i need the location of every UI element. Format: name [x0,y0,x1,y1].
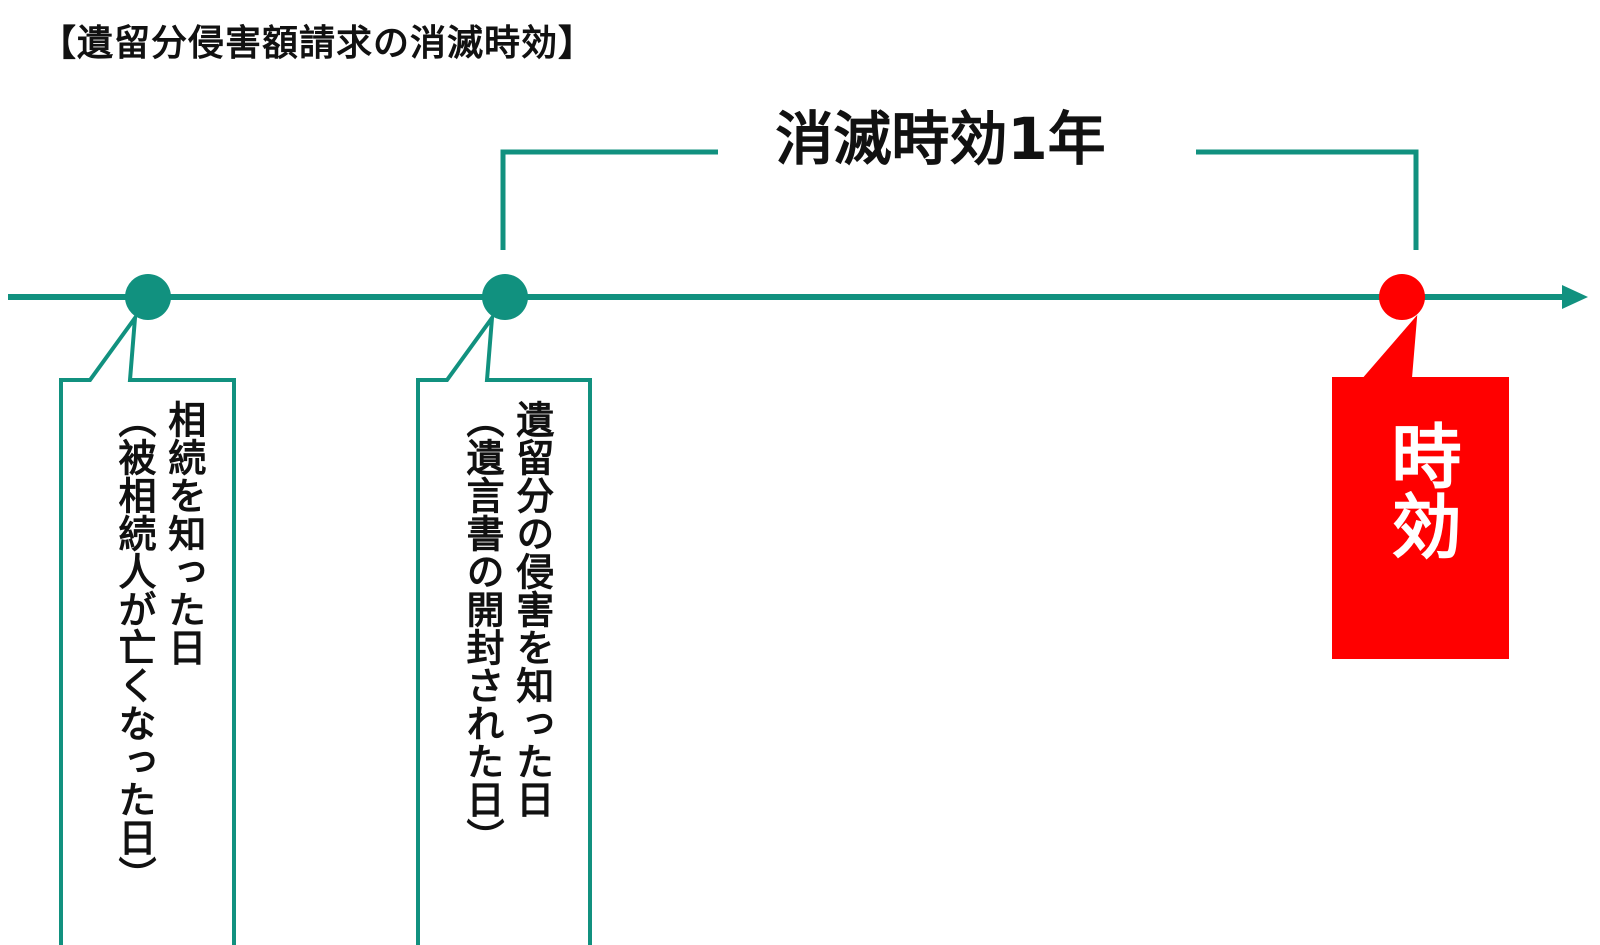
event-dot-limitation [1379,274,1425,320]
event-dot-inheritance-known [125,274,171,320]
event-2-sublabel: （遺言書の開封された日） [460,400,504,856]
event-3-text: 時効 [1336,420,1506,620]
period-bracket-right [1196,149,1419,250]
event-1-text: 相続を知った日 （被相続人が亡くなった日） [92,400,224,920]
event-3-label: 時効 [1380,420,1462,560]
callout-box-infringement-known [416,311,592,945]
period-bracket-left [500,149,718,250]
period-label: 消滅時効1年 [775,105,1106,173]
event-1-label: 相続を知った日 [161,400,206,666]
event-1-sublabel: （被相続人が亡くなった日） [112,400,156,894]
callout-box-inheritance-known [59,311,236,945]
timeline-arrowhead [1562,285,1588,309]
diagram-title: 【遺留分侵害額請求の消滅時効】 [40,23,596,64]
event-dot-infringement-known [482,274,528,320]
event-2-text: 遺留分の侵害を知った日 （遺言書の開封された日） [440,400,572,920]
event-2-label: 遺留分の侵害を知った日 [509,400,554,818]
callout-box-limitation [1332,315,1509,659]
